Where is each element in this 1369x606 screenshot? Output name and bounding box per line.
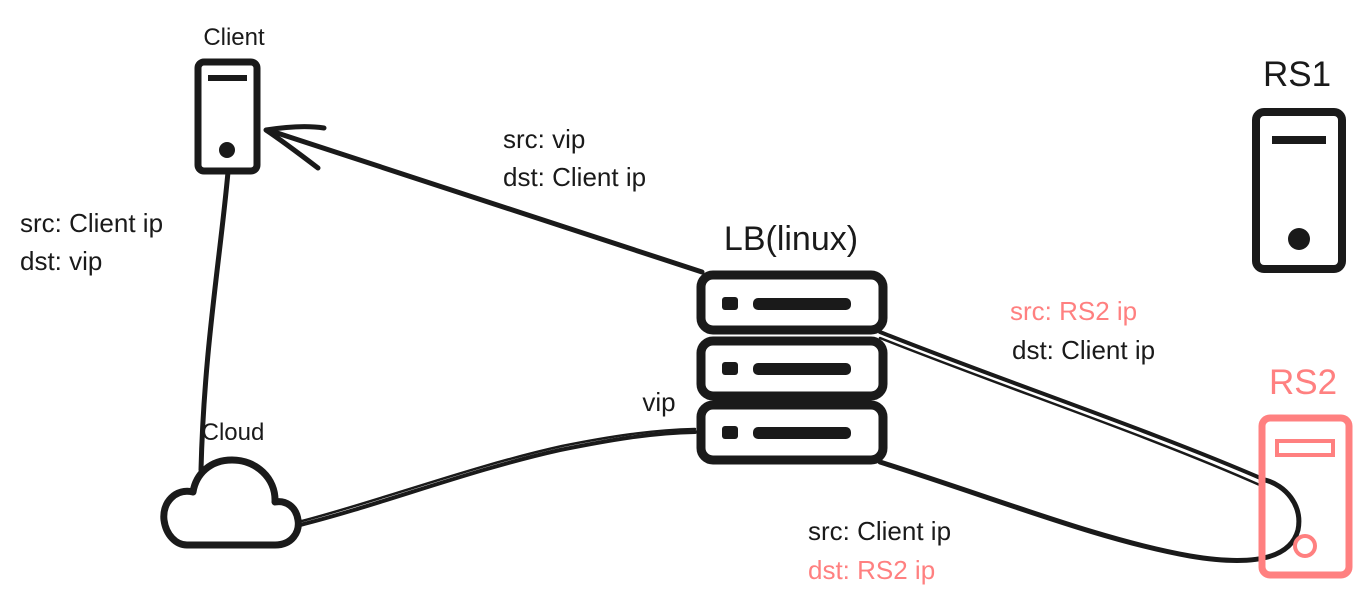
packet-dst: dst: Client ip	[1012, 335, 1155, 365]
client-label: Client	[203, 24, 265, 51]
rs2-node: RS2	[1258, 363, 1353, 579]
packet-src: src: RS2 ip	[1010, 296, 1137, 326]
rs2-label: RS2	[1269, 363, 1337, 402]
cloud-to-lb-line-2	[300, 427, 697, 523]
packet-dst: dst: Client ip	[503, 162, 646, 192]
lb-node: LB(linux) vip	[642, 220, 888, 465]
packet-lb-to-rs2: src: Client ip dst: RS2 ip	[808, 516, 951, 585]
lb-to-client-line	[265, 127, 705, 275]
packet-src: src: vip	[503, 124, 585, 154]
client-to-cloud-line	[198, 169, 231, 473]
cloud-label: Cloud	[202, 419, 265, 446]
cloud-to-lb-line	[298, 430, 697, 527]
rs2-to-lb-line-2	[878, 336, 1264, 488]
connection-lines	[198, 124, 1302, 563]
cloud-node: Cloud	[160, 419, 302, 549]
packet-rs2-to-lb: src: RS2 ip dst: Client ip	[1010, 296, 1155, 365]
packet-dst: dst: RS2 ip	[808, 555, 935, 585]
rs2-to-lb-line	[878, 330, 1267, 482]
client-arrowhead	[263, 124, 327, 171]
vip-label: vip	[642, 387, 675, 417]
packet-src: src: Client ip	[808, 516, 951, 546]
client-node: Client	[194, 24, 265, 175]
packet-src: src: Client ip	[20, 208, 163, 238]
lb-label: LB(linux)	[724, 220, 858, 258]
server-tower-icon	[194, 58, 261, 175]
cloud-icon	[160, 456, 302, 549]
packet-client-to-cloud: src: Client ip dst: vip	[20, 208, 163, 276]
packet-dst: dst: vip	[20, 246, 102, 276]
lb-to-rs2-line	[877, 459, 1302, 563]
rs1-node: RS1	[1252, 55, 1346, 273]
server-tower-icon	[1258, 414, 1353, 579]
rs1-label: RS1	[1263, 55, 1331, 94]
server-tower-icon	[1252, 108, 1346, 273]
packet-lb-to-client: src: vip dst: Client ip	[503, 124, 646, 192]
server-rack-icon	[696, 270, 888, 465]
